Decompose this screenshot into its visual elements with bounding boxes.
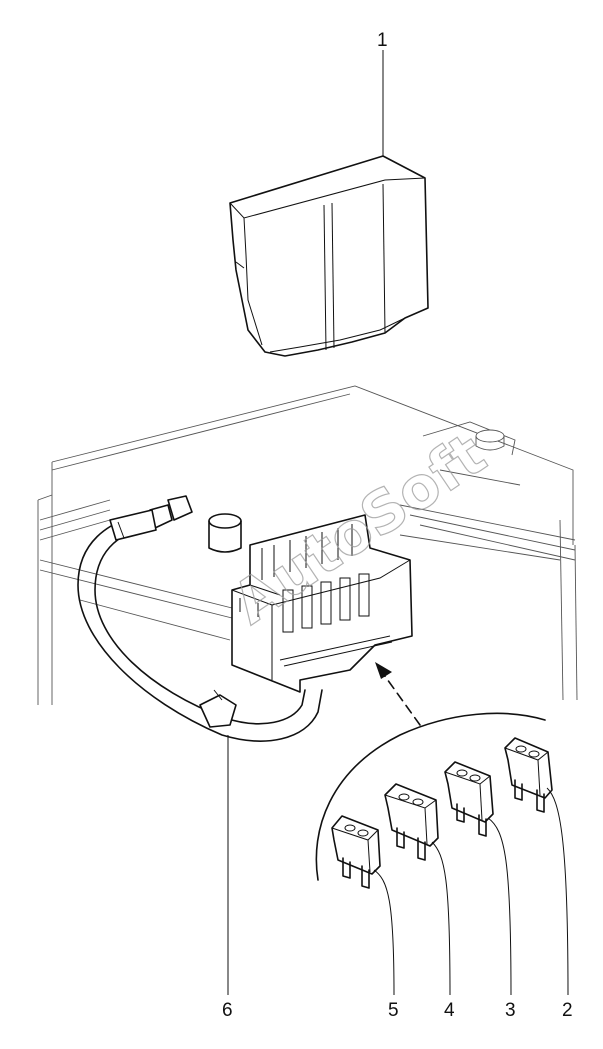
fuse-group-arc xyxy=(315,712,546,881)
battery xyxy=(37,385,578,705)
callout-4: 4 xyxy=(444,1000,455,1021)
fuse-holder-block xyxy=(231,514,413,693)
leader-lines xyxy=(227,50,569,996)
fuse-4 xyxy=(384,783,439,861)
fuse-2 xyxy=(504,737,553,813)
callout-6: 6 xyxy=(222,1000,233,1021)
fuse-box-cover xyxy=(229,155,429,357)
callout-1: 1 xyxy=(377,30,388,51)
callout-3: 3 xyxy=(505,1000,516,1021)
callout-5: 5 xyxy=(388,1000,399,1021)
insertion-arrow xyxy=(375,662,421,726)
fuse-5 xyxy=(331,815,381,889)
battery-cable xyxy=(77,495,323,742)
callout-2: 2 xyxy=(562,1000,573,1021)
fuse-3 xyxy=(444,761,494,837)
